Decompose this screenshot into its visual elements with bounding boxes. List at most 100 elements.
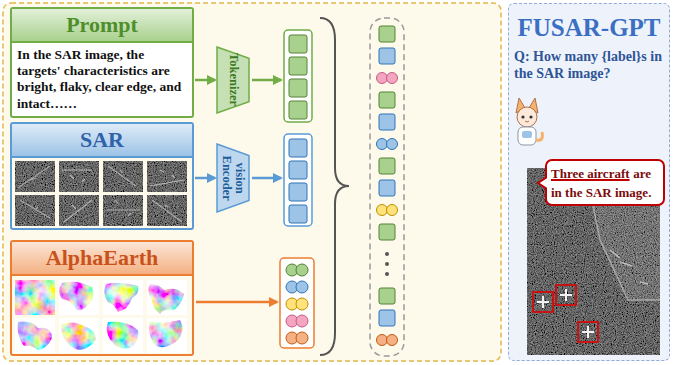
sar-thumb [147,195,187,226]
map-thumb [15,280,55,315]
prompt-text: In the SAR image, the targets' character… [12,43,192,116]
image-token [379,48,395,64]
mascot-badge [522,131,532,138]
embedding-token [387,205,398,216]
embedding-token [387,139,398,150]
mascot-head [517,107,537,127]
sar-feature [20,200,50,218]
text-token [379,26,395,42]
right-panel-ground [508,3,670,361]
text-token [289,35,307,53]
embedding-token [296,332,308,344]
image-token [289,183,307,201]
flow-arrow [252,177,281,180]
structure [610,250,648,284]
image-tokens [284,134,312,226]
map-blob [148,284,184,314]
sar-thumb [59,161,99,192]
map-blob [18,322,52,350]
map-thumb [147,318,187,353]
question-text: Q: How many {label}s in the SAR image? [514,49,664,83]
fusar-gpt-panel: Three aircraftare in the SAR image.FUSAR… [508,3,670,361]
alphaearth-maps [15,280,187,353]
detection-box [578,322,598,342]
sar-thumb [147,161,187,192]
mascot-eye [521,115,524,118]
prompt-card: PromptIn the SAR image, the targets' cha… [10,7,194,118]
text-token [379,92,395,108]
sar-feature [108,166,136,186]
embedding-token [377,73,388,84]
text-token [379,288,395,304]
map-thumb [147,280,187,315]
callout-tail-fill [538,177,547,189]
embedding-token [377,139,388,150]
tokenizer-block: Tokenizer [216,46,250,114]
map-blob [107,322,139,349]
ellipsis-dot [385,272,389,276]
aircraft-echo [537,289,594,338]
embedding-tokens [280,258,314,348]
map-blob [104,283,138,312]
embedding-token [296,281,308,293]
left-panel [3,3,501,361]
text-tokens [284,30,312,122]
panel-title: FUSAR-GPT [514,13,664,43]
flow-arrow [196,301,277,304]
ellipsis-dot [385,262,389,266]
map-blob [15,280,55,315]
embedding-token [377,205,388,216]
encoder-block: vision Encoder [216,143,250,213]
sar-feature [106,200,140,216]
token-column [284,134,312,226]
map-thumb [103,280,143,315]
map-blob [59,282,93,311]
detection-box [533,292,553,312]
sar-feature [152,200,182,222]
embedding-token [296,315,308,327]
image-token [289,139,307,157]
sar-thumbnails [15,161,187,226]
sar-thumb [103,195,143,226]
flow-arrow [195,79,215,82]
image-token [289,205,307,223]
image-token [379,310,395,326]
mascot-icon [516,98,542,145]
map-blob [149,320,183,347]
token-column [280,258,314,348]
flow-arrow [252,79,281,82]
map-thumb [59,280,99,315]
mascot-body [518,127,536,145]
trapezoid-shape [217,47,249,113]
mixed-sequence [370,18,404,356]
flow-arrow [195,177,215,180]
text-token [379,224,395,240]
sar-feature [150,170,184,186]
text-token [379,158,395,174]
embedding-token [296,298,308,310]
text-token [289,101,307,119]
embedding-token [377,335,388,346]
mascot-tail [536,132,542,140]
sar-feature [18,166,50,188]
sar-thumb [103,161,143,192]
card-heading: AlphaEarth [12,242,192,276]
module-label: Tokenizer [226,49,239,111]
ellipsis-dot [385,252,389,256]
map-thumb [15,318,55,353]
callout-tail [537,176,547,190]
callout-tail-line [538,177,547,189]
module-label: vision Encoder [220,146,246,210]
map-blob [61,322,96,350]
sar-thumb [15,195,55,226]
sequence-column [370,18,404,356]
text-token [289,79,307,97]
map-thumb [59,318,99,353]
embedding-token [387,73,398,84]
card-heading: Prompt [12,9,192,43]
card-heading: SAR [12,124,192,158]
mascot-eye [529,115,532,118]
answer-highlight: Three aircraft [551,166,630,181]
